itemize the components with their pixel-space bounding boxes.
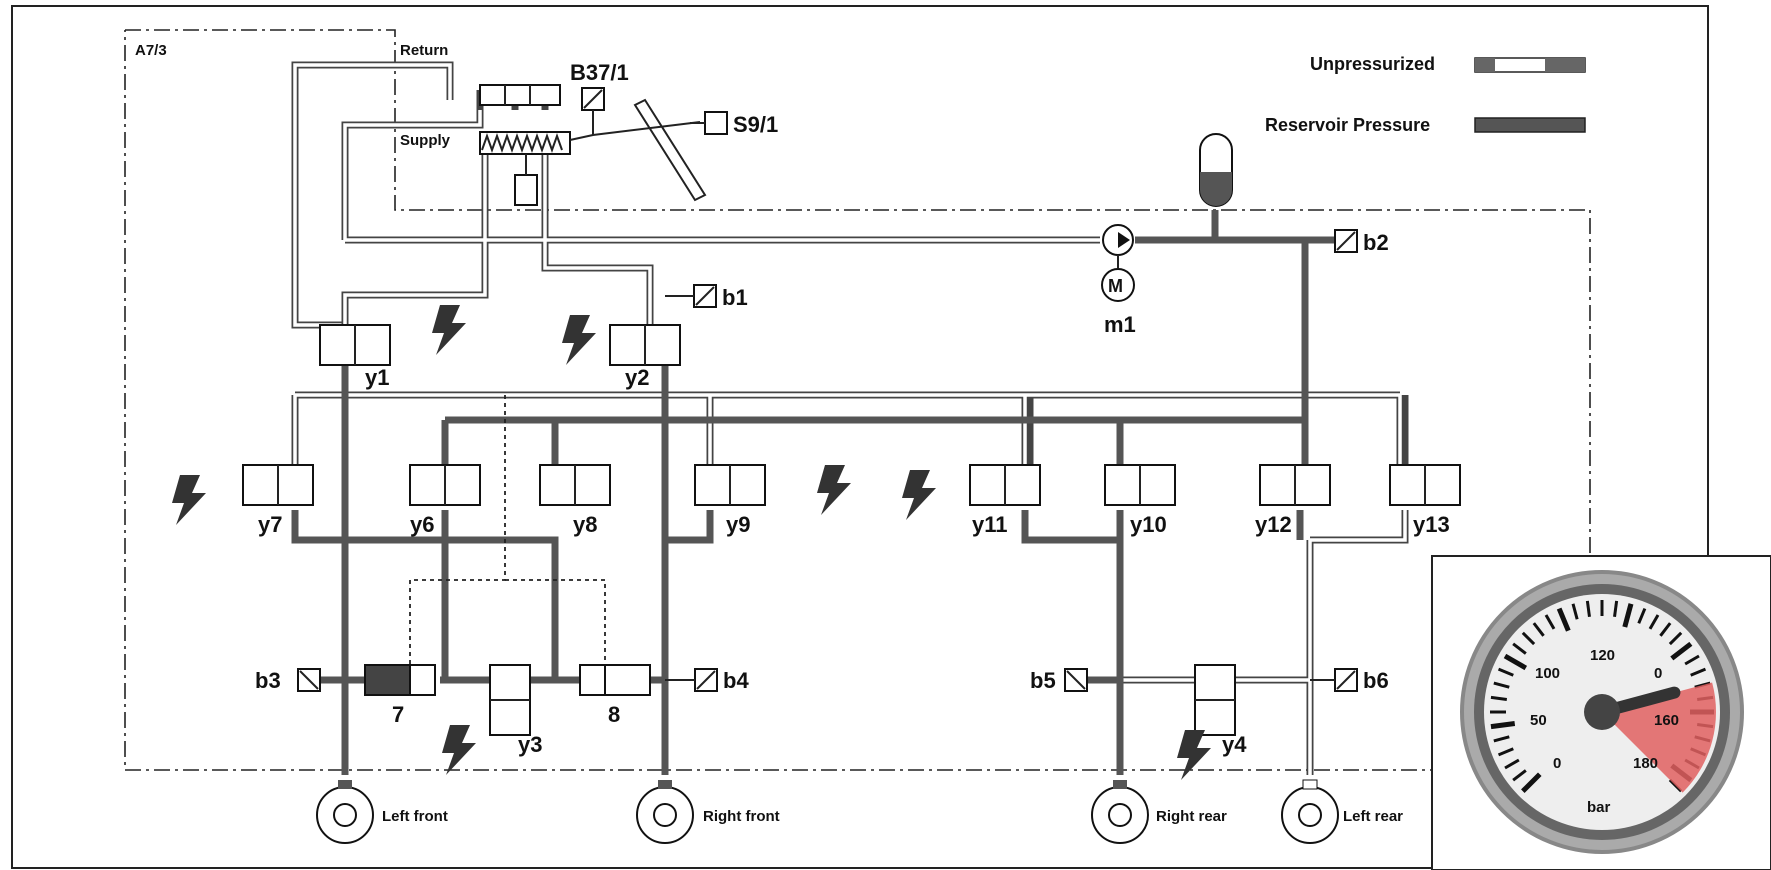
- gauge-tick-mark: [1490, 721, 1516, 730]
- b5-label: b5: [1030, 668, 1056, 693]
- supply-label: Supply: [400, 132, 451, 149]
- gauge-tick-100: 100: [1535, 665, 1560, 682]
- bolt-icon: [902, 470, 936, 520]
- bolt-icon: [432, 305, 466, 355]
- gauge-tick-mark: [1521, 631, 1536, 646]
- b37-label: B37/1: [570, 60, 629, 85]
- gauge-tick-120: 120: [1590, 647, 1615, 664]
- gauge-tick-mark: [1532, 622, 1545, 637]
- gauge-tick-mark: [1670, 641, 1693, 661]
- lightning-bolt-icons: [172, 305, 1211, 780]
- y10-label: y10: [1130, 512, 1167, 537]
- motor-label: M: [1108, 276, 1123, 296]
- piston-7-label: 7: [392, 702, 404, 727]
- gauge-tick-mark: [1556, 607, 1571, 632]
- gauge-tick-0: 0: [1553, 755, 1561, 772]
- y8-label: y8: [573, 512, 597, 537]
- piston-7: [409, 664, 436, 696]
- gauge-tick-180: 180: [1633, 755, 1658, 772]
- legend-pressure-label: Reservoir Pressure: [1265, 115, 1430, 135]
- module-frame: [124, 29, 1591, 771]
- gauge-tick-mark: [1504, 758, 1520, 770]
- b2-label: b2: [1363, 230, 1389, 255]
- y1-label: y1: [365, 365, 389, 390]
- piston-7-spring: [364, 664, 411, 696]
- gauge-tick-140: 0: [1654, 665, 1662, 682]
- gauge-tick-mark: [1493, 735, 1510, 743]
- gauge-tick-mark: [1637, 607, 1647, 624]
- y9-label: y9: [726, 512, 750, 537]
- gauge-tick-mark: [1659, 622, 1672, 637]
- y11-label: y11: [972, 512, 1008, 537]
- wheel-right-front: [636, 780, 694, 844]
- bolt-icon: [817, 465, 851, 515]
- gauge-tick-mark: [1512, 769, 1527, 782]
- piston-8-label: 8: [608, 702, 620, 727]
- gauge-tick-mark: [1544, 614, 1556, 630]
- gauge-tick-mark: [1503, 653, 1528, 671]
- gauge-tick-mark: [1694, 681, 1711, 689]
- gauge-tick-mark: [1613, 600, 1619, 618]
- pilot-line-left: [409, 395, 506, 665]
- gauge-tick-mark: [1585, 600, 1591, 618]
- wheel-left-front-label: Left front: [382, 808, 448, 825]
- bolt-icon: [442, 725, 476, 775]
- gauge-tick-mark: [1521, 772, 1542, 793]
- legend-unpressurized-label: Unpressurized: [1310, 54, 1435, 74]
- gauge-tick-mark: [1493, 681, 1510, 689]
- gauge-tick-mark: [1668, 631, 1683, 646]
- bolt-icon: [562, 315, 596, 365]
- b6-label: b6: [1363, 668, 1389, 693]
- wheel-right-front-label: Right front: [703, 808, 780, 825]
- pressure-gauge: 100 120 0 50 160 0 180 bar: [1431, 555, 1771, 870]
- gauge-tick-160: 160: [1654, 712, 1679, 729]
- gauge-tick-mark: [1622, 603, 1634, 628]
- y2-label: y2: [625, 365, 649, 390]
- wheel-right-rear: [1091, 780, 1149, 844]
- solenoid-valves: [242, 324, 1461, 506]
- accumulator-spring: [514, 174, 538, 206]
- b4-label: b4: [723, 668, 749, 693]
- gauge-tick-mark: [1668, 778, 1683, 793]
- s9-switch: [704, 111, 728, 135]
- y4-label: y4: [1222, 732, 1247, 757]
- piston-8-spring: [604, 664, 651, 696]
- s9-label: S9/1: [733, 112, 778, 137]
- gauge-tick-mark: [1690, 667, 1707, 677]
- motor-symbol: [1101, 268, 1135, 302]
- pilot-line-right: [505, 579, 606, 665]
- gauge-tick-mark: [1684, 654, 1700, 666]
- legend-pressure-swatch: [1474, 117, 1586, 133]
- y3-label: y3: [518, 732, 542, 757]
- piston-8: [579, 664, 606, 696]
- gauge-tick-mark: [1512, 642, 1527, 655]
- gauge-tick-mark: [1490, 695, 1508, 701]
- module-label: A7/3: [135, 42, 167, 59]
- wheel-right-rear-label: Right rear: [1156, 808, 1227, 825]
- bolt-icon: [172, 475, 206, 525]
- m1-label: m1: [1104, 312, 1136, 337]
- b3-label: b3: [255, 668, 281, 693]
- bolt-icon: [1177, 730, 1211, 780]
- wheel-left-rear: [1281, 779, 1339, 844]
- wheel-left-front: [316, 780, 374, 844]
- y13-label: y13: [1413, 512, 1450, 537]
- gauge-unit-label: bar: [1587, 799, 1611, 816]
- gauge-tick-mark: [1497, 747, 1514, 757]
- b1-label: b1: [722, 285, 748, 310]
- valve-manifold: [479, 84, 561, 106]
- y12-label: y12: [1255, 512, 1292, 537]
- gauge-tick-mark: [1648, 614, 1660, 630]
- gauge-hub: [1584, 694, 1620, 730]
- wheel-left-rear-label: Left rear: [1343, 808, 1403, 825]
- gauge-tick-mark: [1571, 603, 1579, 620]
- y6-label: y6: [410, 512, 434, 537]
- brake-pedal: [633, 98, 707, 202]
- gauge-tick-50: 50: [1530, 712, 1547, 729]
- gauge-tick-mark: [1497, 667, 1514, 677]
- y7-label: y7: [258, 512, 282, 537]
- return-label: Return: [400, 42, 448, 59]
